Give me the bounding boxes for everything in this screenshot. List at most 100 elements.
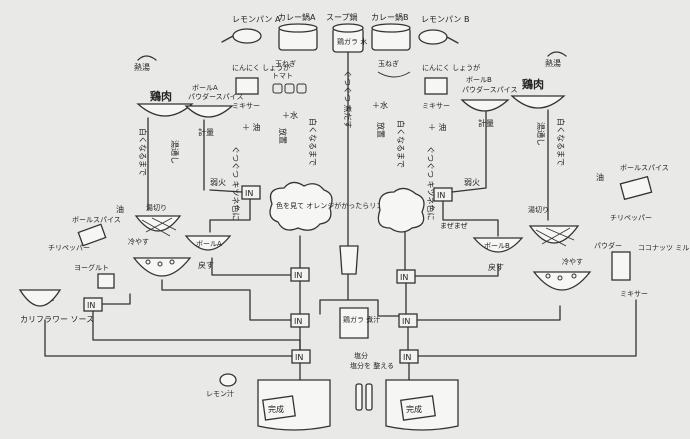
return-left: 戻す	[198, 260, 214, 270]
in-box-center-5: IN	[291, 349, 311, 364]
oil-left: 油	[116, 204, 124, 214]
oil-plus-right: ＋ 油	[428, 122, 447, 132]
chicken-left: 鶏肉	[150, 89, 172, 103]
done-right: 完成	[406, 404, 422, 414]
in-label: IN	[403, 353, 411, 362]
chili-pepper-right: チリペッパー	[610, 214, 652, 222]
curry-pot-a: カレー鍋A	[278, 12, 318, 51]
tomato-left: トマト	[272, 72, 293, 80]
lemon-pan-a: レモンパン A	[221, 15, 281, 44]
salt-label: 塩分	[354, 351, 368, 360]
onion-right: 玉ねぎ	[378, 59, 399, 68]
in-box-right-top: IN	[433, 187, 453, 202]
bowl-spice-right: ボールスパイス	[620, 164, 669, 172]
in-label: IN	[437, 191, 445, 200]
leave-right: 放置	[376, 122, 386, 138]
garlic-ginger-right: にんにく しょうが	[422, 63, 480, 72]
return-right: 戻す	[488, 262, 504, 272]
mixer-left: ミキサー	[232, 102, 260, 110]
strainer-right	[528, 225, 580, 247]
weak-heat-left: 弱火	[210, 178, 226, 187]
in-box-center-3: IN	[290, 313, 310, 328]
bowl-b-small-label: ボールB	[484, 242, 510, 250]
in-box-left-top: IN	[241, 185, 261, 200]
bowl-b-return: ボールB	[472, 237, 524, 253]
lemon-pan-b: レモンパン B	[418, 15, 469, 45]
garlic-ginger-left: にんにく しょうが	[232, 63, 290, 72]
done-pot-left: 完成	[257, 379, 331, 431]
hot-water-right: 熱湯	[545, 58, 561, 68]
cauliflower-sauce: カリフラワー ソース	[20, 315, 94, 324]
oil-right: 油	[596, 172, 604, 182]
in-box-center-1: IN	[290, 267, 310, 282]
powder-spice-a: パウダースパイス	[188, 92, 243, 101]
boil-until-right: 白くなるまで	[556, 118, 566, 166]
done-pot-right: 完成	[385, 379, 459, 431]
stock-label: 鶏ガラ 煮汁	[343, 315, 380, 324]
mixer-bottom-right: ミキサー	[620, 290, 648, 298]
strainer-left	[134, 215, 182, 237]
bowl-a: ボールA パウダースパイス	[184, 84, 243, 118]
in-label: IN	[87, 301, 95, 310]
done-left: 完成	[268, 404, 284, 414]
boil-until-left: 白くなるまで	[308, 118, 318, 166]
in-label: IN	[294, 271, 302, 280]
vegetable-chunks-left	[272, 83, 307, 94]
mix-label: まぜまぜ	[440, 222, 468, 230]
water-plus-right: ＋水	[372, 100, 388, 110]
strainer-left-label: 湯切り	[146, 203, 167, 212]
strainer-right-label: 湯切り	[528, 205, 549, 214]
in-box-center-4: IN	[398, 313, 418, 328]
oil-plus-left: ＋ 油	[242, 122, 261, 132]
scald-right: 湯通し	[536, 122, 546, 146]
powder-right: パウダー	[594, 241, 622, 250]
cool-left: 冷やす	[128, 237, 149, 246]
bowl-a-label: ボールA	[192, 84, 218, 92]
scald-left: 湯通し	[170, 140, 180, 164]
lemon-pan-a-label: レモンパン A	[232, 15, 281, 24]
bowl-b-label: ボールB	[466, 76, 492, 84]
mixer-right: ミキサー	[422, 102, 450, 110]
in-label: IN	[402, 317, 410, 326]
adjust-salt: 塩分を 整える	[350, 361, 394, 370]
lemon-juice: レモン汁	[206, 389, 234, 398]
bowl-b: ボールB パウダースパイス	[460, 76, 517, 112]
lemon-pan-b-label: レモンパン B	[421, 15, 469, 24]
powder-spice-b: パウダースパイス	[462, 85, 517, 94]
soup-pot: スープ鍋 鶏ガラ 水	[326, 12, 367, 53]
in-box-left-mid: IN	[83, 297, 103, 312]
leave-left: 放置	[278, 128, 288, 144]
yogurt: ヨーグルト	[74, 263, 109, 272]
curry-pot-a-label: カレー鍋A	[278, 12, 316, 22]
in-label: IN	[294, 317, 302, 326]
coconut-milk: ココナッツ ミルク	[638, 244, 690, 252]
mixed-bowl-right	[532, 271, 592, 291]
in-label: IN	[400, 273, 408, 282]
in-label: IN	[245, 189, 253, 198]
fry-right: ぐつぐつ キツネ色に	[426, 146, 436, 221]
boil-until-right-pot: 白くなるまで	[396, 120, 406, 168]
bowl-spice: ボールスパイス	[72, 216, 121, 224]
curry-pot-b: カレー鍋B	[371, 12, 411, 51]
orange-note: 色を見て オレンジがかったらリンジャー	[276, 201, 404, 210]
soup-pot-label: スープ鍋	[326, 12, 358, 22]
in-box-center-2: IN	[396, 269, 416, 284]
in-box-center-6: IN	[399, 349, 419, 364]
fry-left: ぐつぐつ キツネ色に	[231, 146, 241, 221]
curry-pot-b-label: カレー鍋B	[371, 12, 409, 22]
weak-heat-right: 弱火	[464, 178, 480, 187]
bowl-a-return: ボールA	[184, 235, 232, 251]
bowl-a-small-label: ボールA	[196, 240, 222, 248]
flow-lines	[44, 51, 637, 381]
onion-left: 玉ねぎ	[275, 59, 296, 68]
chili-pepper-left: チリペッパー	[48, 244, 90, 252]
soup-pot-contents: 鶏ガラ 水	[337, 37, 367, 46]
in-label: IN	[295, 353, 303, 362]
mixed-bowl-left	[132, 257, 192, 277]
water-plus-left: ＋水	[282, 110, 298, 120]
cool-right: 冷やす	[562, 257, 583, 266]
hot-water-left: 熱湯	[134, 62, 150, 72]
measure-left: 計量	[198, 127, 214, 137]
chicken-right: 鶏肉	[522, 77, 544, 91]
